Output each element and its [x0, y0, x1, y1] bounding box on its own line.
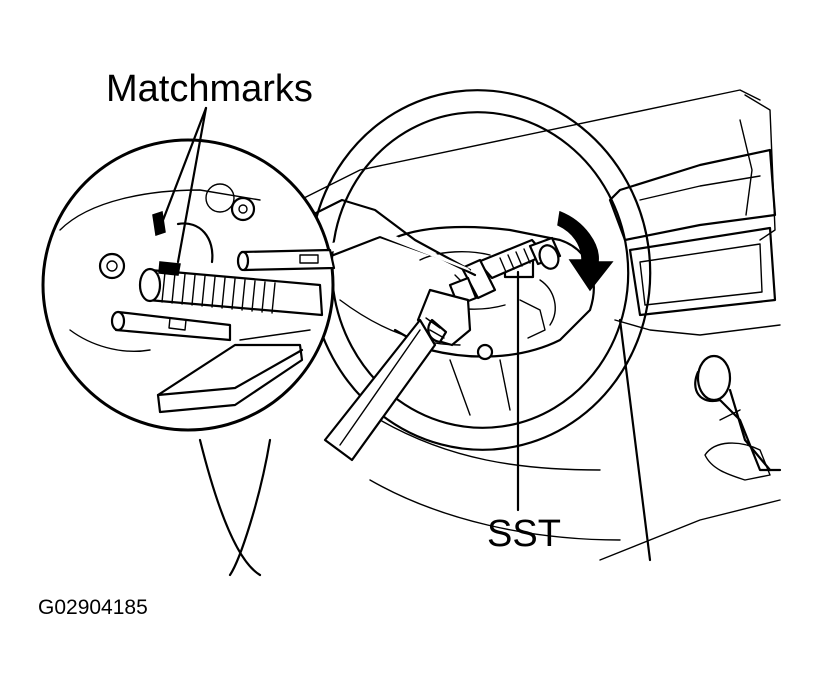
- rotation-arrow: [557, 210, 614, 292]
- dashboard-outline: [299, 89, 781, 562]
- detail-magnifier: [41, 138, 477, 432]
- figure-code: G02904185: [38, 596, 148, 619]
- sst-label: SST: [487, 513, 561, 555]
- matchmarks-leaders: [158, 106, 208, 264]
- adjustable-wrench: [323, 288, 472, 462]
- matchmarks-label: Matchmarks: [106, 68, 313, 110]
- shift-lever: [694, 354, 782, 481]
- lower-panel: [198, 419, 621, 577]
- sst-tool: [448, 236, 562, 512]
